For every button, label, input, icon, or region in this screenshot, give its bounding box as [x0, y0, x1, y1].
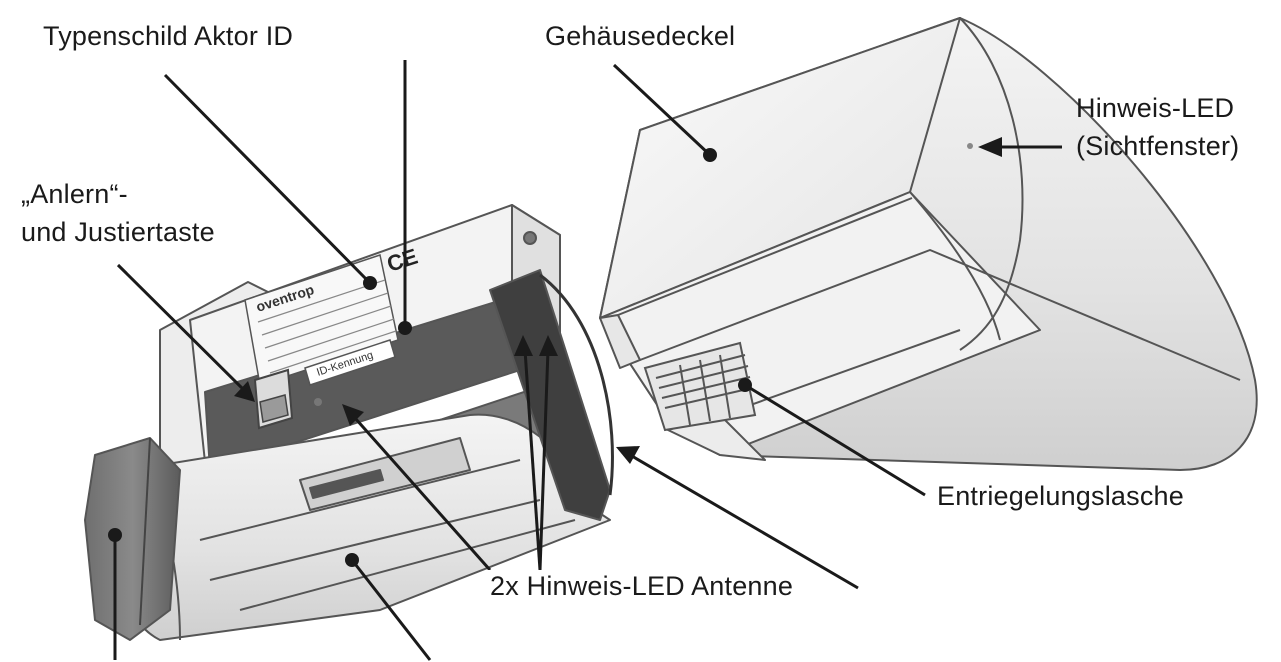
- body-led-dot-icon: [314, 398, 322, 406]
- leader-lines: [113, 60, 1062, 661]
- arrowhead-led-ant-2: [539, 335, 558, 356]
- leader-anlern: [116, 263, 254, 400]
- label-typenschild: Typenschild Aktor ID: [43, 21, 294, 51]
- leader-antenna: [624, 450, 859, 590]
- label-anlern-2: und Justiertaste: [21, 217, 215, 247]
- leader-led-antenna-2: [538, 349, 550, 571]
- arrowhead-hinweis-led: [978, 137, 1002, 157]
- hex-nut: [84, 437, 181, 641]
- learn-adjust-button: [253, 368, 294, 430]
- type-plate: oventrop ID-Kennung CE: [244, 244, 421, 386]
- leader-cylinder: [350, 559, 432, 661]
- label-hinweis-led-1: Hinweis-LED: [1076, 93, 1235, 123]
- leader-led-body: [353, 417, 492, 571]
- leader-led-antenna-1: [523, 349, 542, 571]
- arrowhead-led-ant-1: [514, 335, 533, 356]
- arrowhead-led-body: [342, 404, 364, 426]
- arrowhead-antenna: [616, 446, 640, 464]
- leader-typenschild: [163, 73, 372, 285]
- leader-dots: [108, 148, 752, 567]
- arrowhead-anlern: [234, 381, 255, 402]
- label-gehaeusedeckel: Gehäusedeckel: [545, 21, 736, 51]
- antenna-bracket: [489, 269, 611, 521]
- label-led-antenne: 2x Hinweis-LED Antenne: [488, 570, 796, 603]
- leader-gehaeusedeckel: [612, 63, 712, 157]
- arrow-heads: [234, 137, 1002, 464]
- label-hinweis-led-2: (Sichtfenster): [1076, 131, 1240, 161]
- cover-rim: [959, 17, 1024, 351]
- leader-entriegelung: [744, 383, 926, 497]
- label-anlern-1: „Anlern“-: [21, 179, 128, 209]
- cover-led-window-icon: [967, 143, 973, 149]
- label-entriegelungslasche: Entriegelungslasche: [937, 481, 1184, 511]
- release-tab: [643, 341, 757, 432]
